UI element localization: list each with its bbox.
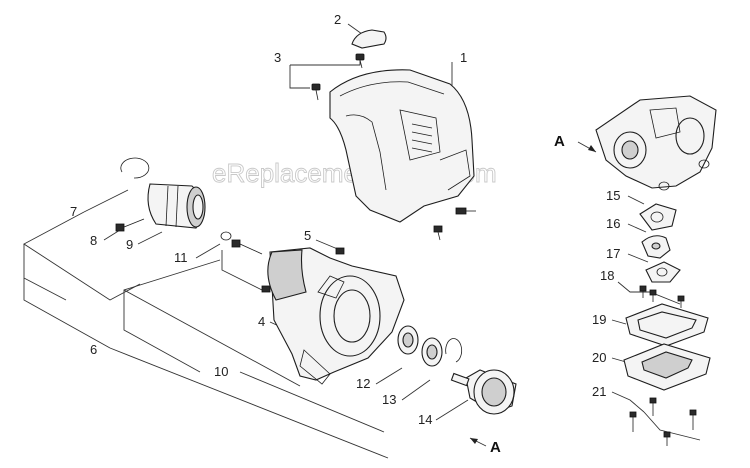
leader-12 xyxy=(375,367,403,385)
bolt-part-8 xyxy=(115,218,145,232)
arrow-A-top-head xyxy=(588,145,596,152)
label-part-15: 15 xyxy=(606,188,620,203)
leader-lines xyxy=(23,23,701,459)
label-part-11: 11 xyxy=(174,250,188,265)
label-part-9: 9 xyxy=(126,237,133,252)
label-part-16: 16 xyxy=(606,216,620,231)
bracket-6-upper xyxy=(23,211,141,301)
plate-part-17 xyxy=(645,261,681,283)
bracket-10-mid xyxy=(123,289,301,387)
leader-2 xyxy=(347,23,363,35)
leader-9 xyxy=(137,231,163,245)
label-part-21: 21 xyxy=(592,384,606,399)
leader-4-bracket xyxy=(221,250,263,291)
leader-19 xyxy=(611,319,627,325)
label-ref-A-top: A xyxy=(554,133,565,150)
bracket-10-long xyxy=(239,371,385,433)
leader-8 xyxy=(103,229,121,241)
label-part-7: 7 xyxy=(70,204,77,219)
bracket-6-long xyxy=(109,347,389,459)
leader-17 xyxy=(627,253,649,263)
bracket-10 xyxy=(123,259,221,373)
label-part-19: 19 xyxy=(592,312,606,327)
gasket-part-19 xyxy=(625,303,709,347)
circlip-part xyxy=(120,157,150,179)
label-part-13: 13 xyxy=(382,392,396,407)
label-part-3: 3 xyxy=(274,50,281,65)
gasket-part-15 xyxy=(639,203,677,231)
engine-cover-part xyxy=(329,69,476,241)
leader-7 xyxy=(83,189,129,213)
leader-18 xyxy=(617,281,681,305)
leader-13 xyxy=(401,379,431,401)
clutch-drum-part xyxy=(450,369,517,415)
label-part-2: 2 xyxy=(334,12,341,27)
plate-part-20 xyxy=(623,343,711,391)
screws-part-18 xyxy=(639,285,685,308)
label-part-17: 17 xyxy=(606,246,620,261)
o-ring-part xyxy=(220,231,232,241)
label-part-5: 5 xyxy=(304,228,311,243)
plate-part-16 xyxy=(641,235,671,259)
clutch-housing-part xyxy=(267,247,405,385)
leader-3b xyxy=(290,58,361,66)
leader-15 xyxy=(627,195,645,205)
label-part-1: 1 xyxy=(460,50,467,65)
label-part-14: 14 xyxy=(418,412,432,427)
leader-20 xyxy=(611,357,627,363)
label-part-20: 20 xyxy=(592,350,606,365)
coupling-part xyxy=(147,183,206,229)
leader-21 xyxy=(611,391,645,413)
arrow-A-bottom-head xyxy=(470,438,478,444)
leader-16 xyxy=(627,223,647,233)
bolts-part-21 xyxy=(629,397,697,446)
label-part-4: 4 xyxy=(258,314,265,329)
label-ref-A-bottom: A xyxy=(490,439,501,456)
leader-14 xyxy=(435,399,469,421)
label-part-18: 18 xyxy=(600,268,614,283)
crankcase-part xyxy=(595,95,717,191)
label-part-10: 10 xyxy=(214,364,228,379)
leader-21b xyxy=(643,411,701,441)
leader-3a xyxy=(289,65,310,89)
cap-part xyxy=(351,29,387,49)
bracket-6-left xyxy=(23,278,111,349)
bracket-6-mid xyxy=(23,244,67,301)
leader-11 xyxy=(195,243,221,259)
label-part-12: 12 xyxy=(356,376,370,391)
label-part-6: 6 xyxy=(90,342,97,357)
label-part-8: 8 xyxy=(90,233,97,248)
bearing-part xyxy=(397,325,443,367)
snap-ring-part xyxy=(445,338,463,363)
callout-labels: 2 1 3 7 8 9 6 11 5 4 10 12 13 14 A A 15 … xyxy=(70,12,620,456)
screw-part-3 xyxy=(311,53,365,101)
